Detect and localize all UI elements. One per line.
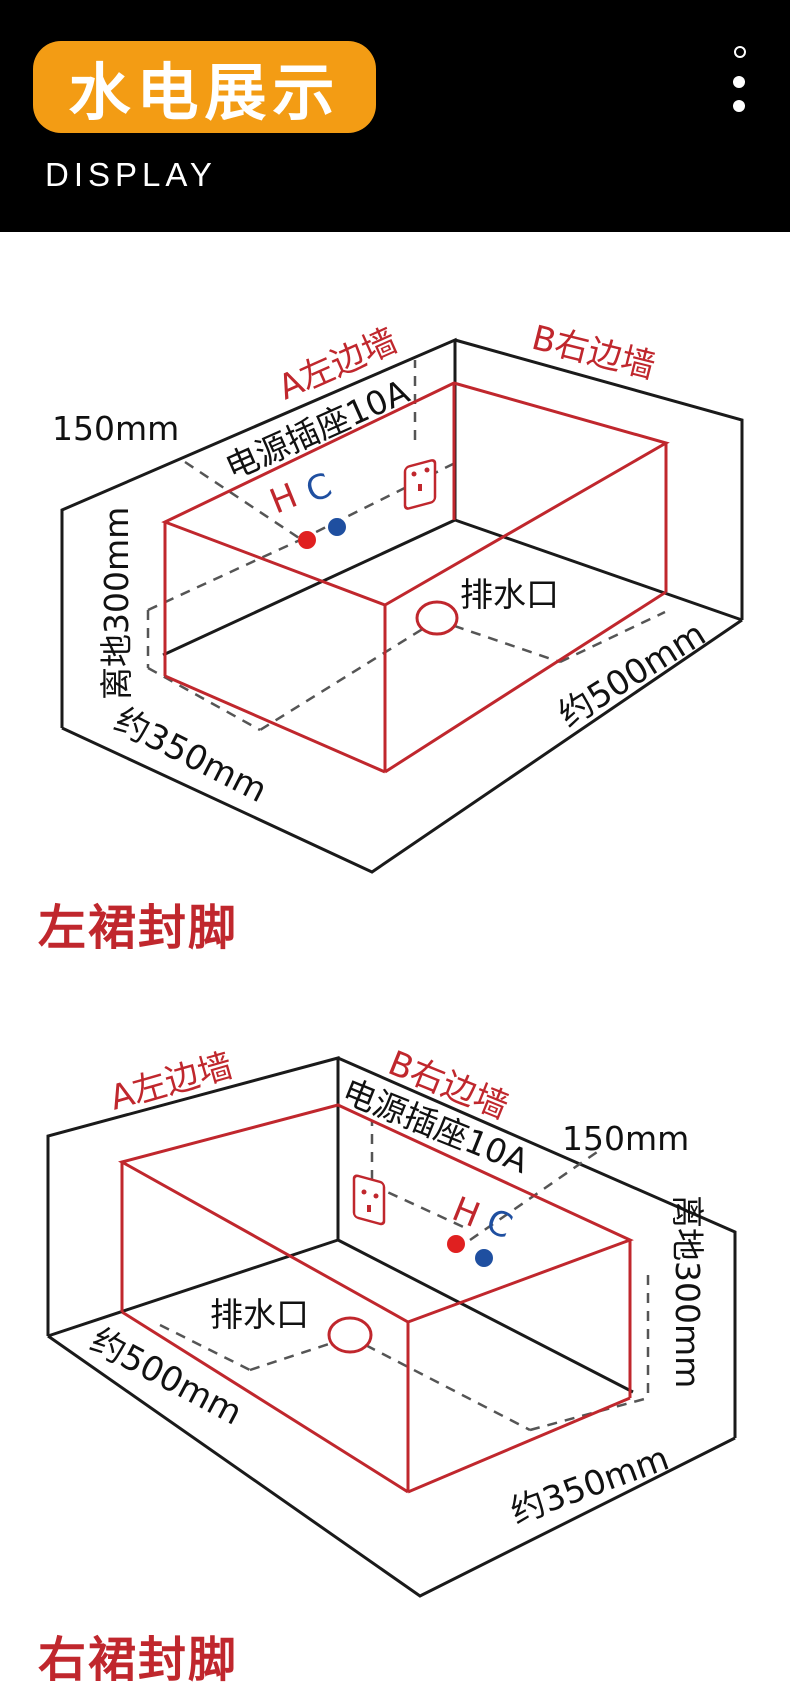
menu-dot (733, 76, 745, 88)
bathtub-box (118, 1103, 634, 1494)
guide-drain-left (259, 618, 438, 732)
menu-dot (733, 100, 745, 112)
socket-icon (403, 459, 437, 510)
height-offset-label: 150mm (52, 409, 179, 448)
page-subtitle: DISPLAY (45, 156, 217, 193)
diagram-right-skirt: A左边墙 B右边墙 电源插座10A 150mm H C 排水口 离地300mm … (0, 1020, 790, 1688)
floor-height-label: 离地300mm (668, 1195, 707, 1388)
bathtub-bottom-left (164, 674, 386, 774)
socket-icon (352, 1174, 386, 1226)
wall-a-label: A左边墙 (105, 1046, 236, 1119)
guide-floor-diag (147, 538, 301, 612)
wall-b-outline (454, 338, 744, 620)
bathtub-diagram-right: A左边墙 B右边墙 电源插座10A 150mm H C 排水口 离地300mm … (46, 1043, 737, 1598)
floor-corner-left (162, 518, 456, 657)
cold-label: C (481, 1201, 518, 1247)
guide-drain-right (349, 1335, 531, 1432)
floor-outline (61, 618, 743, 874)
width-label: 约350mm (505, 1438, 674, 1532)
more-menu-icon[interactable] (720, 44, 760, 116)
hot-label: H (447, 1189, 486, 1236)
wall-b-label: B右边墙 (528, 318, 659, 387)
bathtub-bottom-left (121, 1310, 409, 1494)
cold-water-dot (475, 1249, 493, 1267)
bathtub-diagram-left: A左边墙 B右边墙 电源插座10A 150mm H C 排水口 离地300mm … (52, 318, 744, 874)
drain-icon (415, 600, 459, 636)
caption-right-skirt: 右裙封脚 (38, 1632, 239, 1688)
drain-icon (327, 1316, 373, 1354)
drain-label: 排水口 (210, 1295, 309, 1334)
hot-label: H (264, 476, 303, 523)
hot-water-dot (447, 1235, 465, 1253)
menu-dot-hollow (734, 46, 746, 58)
header: 水电展示 DISPLAY (0, 0, 790, 232)
wall-b-outline (337, 1056, 737, 1438)
cold-label: C (300, 465, 337, 511)
bathtub-bottom-right (407, 1396, 631, 1494)
title-badge: 水电展示 (33, 41, 376, 133)
bathtub-box (161, 381, 670, 774)
diagram-left-skirt: A左边墙 B右边墙 电源插座10A 150mm H C 排水口 离地300mm … (0, 232, 790, 956)
guide-drain-right (436, 618, 561, 664)
depth-label: 约500mm (552, 614, 713, 735)
floor-outline (47, 1334, 736, 1598)
bathtub-bottom-right (384, 590, 667, 774)
width-label: 约350mm (108, 700, 273, 811)
floor-corner-right (337, 1238, 634, 1394)
floor-height-label: 离地300mm (97, 507, 136, 700)
height-offset-label: 150mm (562, 1119, 689, 1158)
cold-water-dot (328, 518, 346, 536)
guide-150mm (184, 460, 303, 542)
page-title: 水电展示 (68, 56, 341, 129)
drain-label: 排水口 (460, 575, 559, 614)
walls-outline (46, 1056, 737, 1598)
hot-water-dot (298, 531, 316, 549)
wall-a-outline (46, 1056, 340, 1336)
guide-depth (559, 610, 666, 664)
caption-left-skirt: 左裙封脚 (38, 900, 239, 956)
